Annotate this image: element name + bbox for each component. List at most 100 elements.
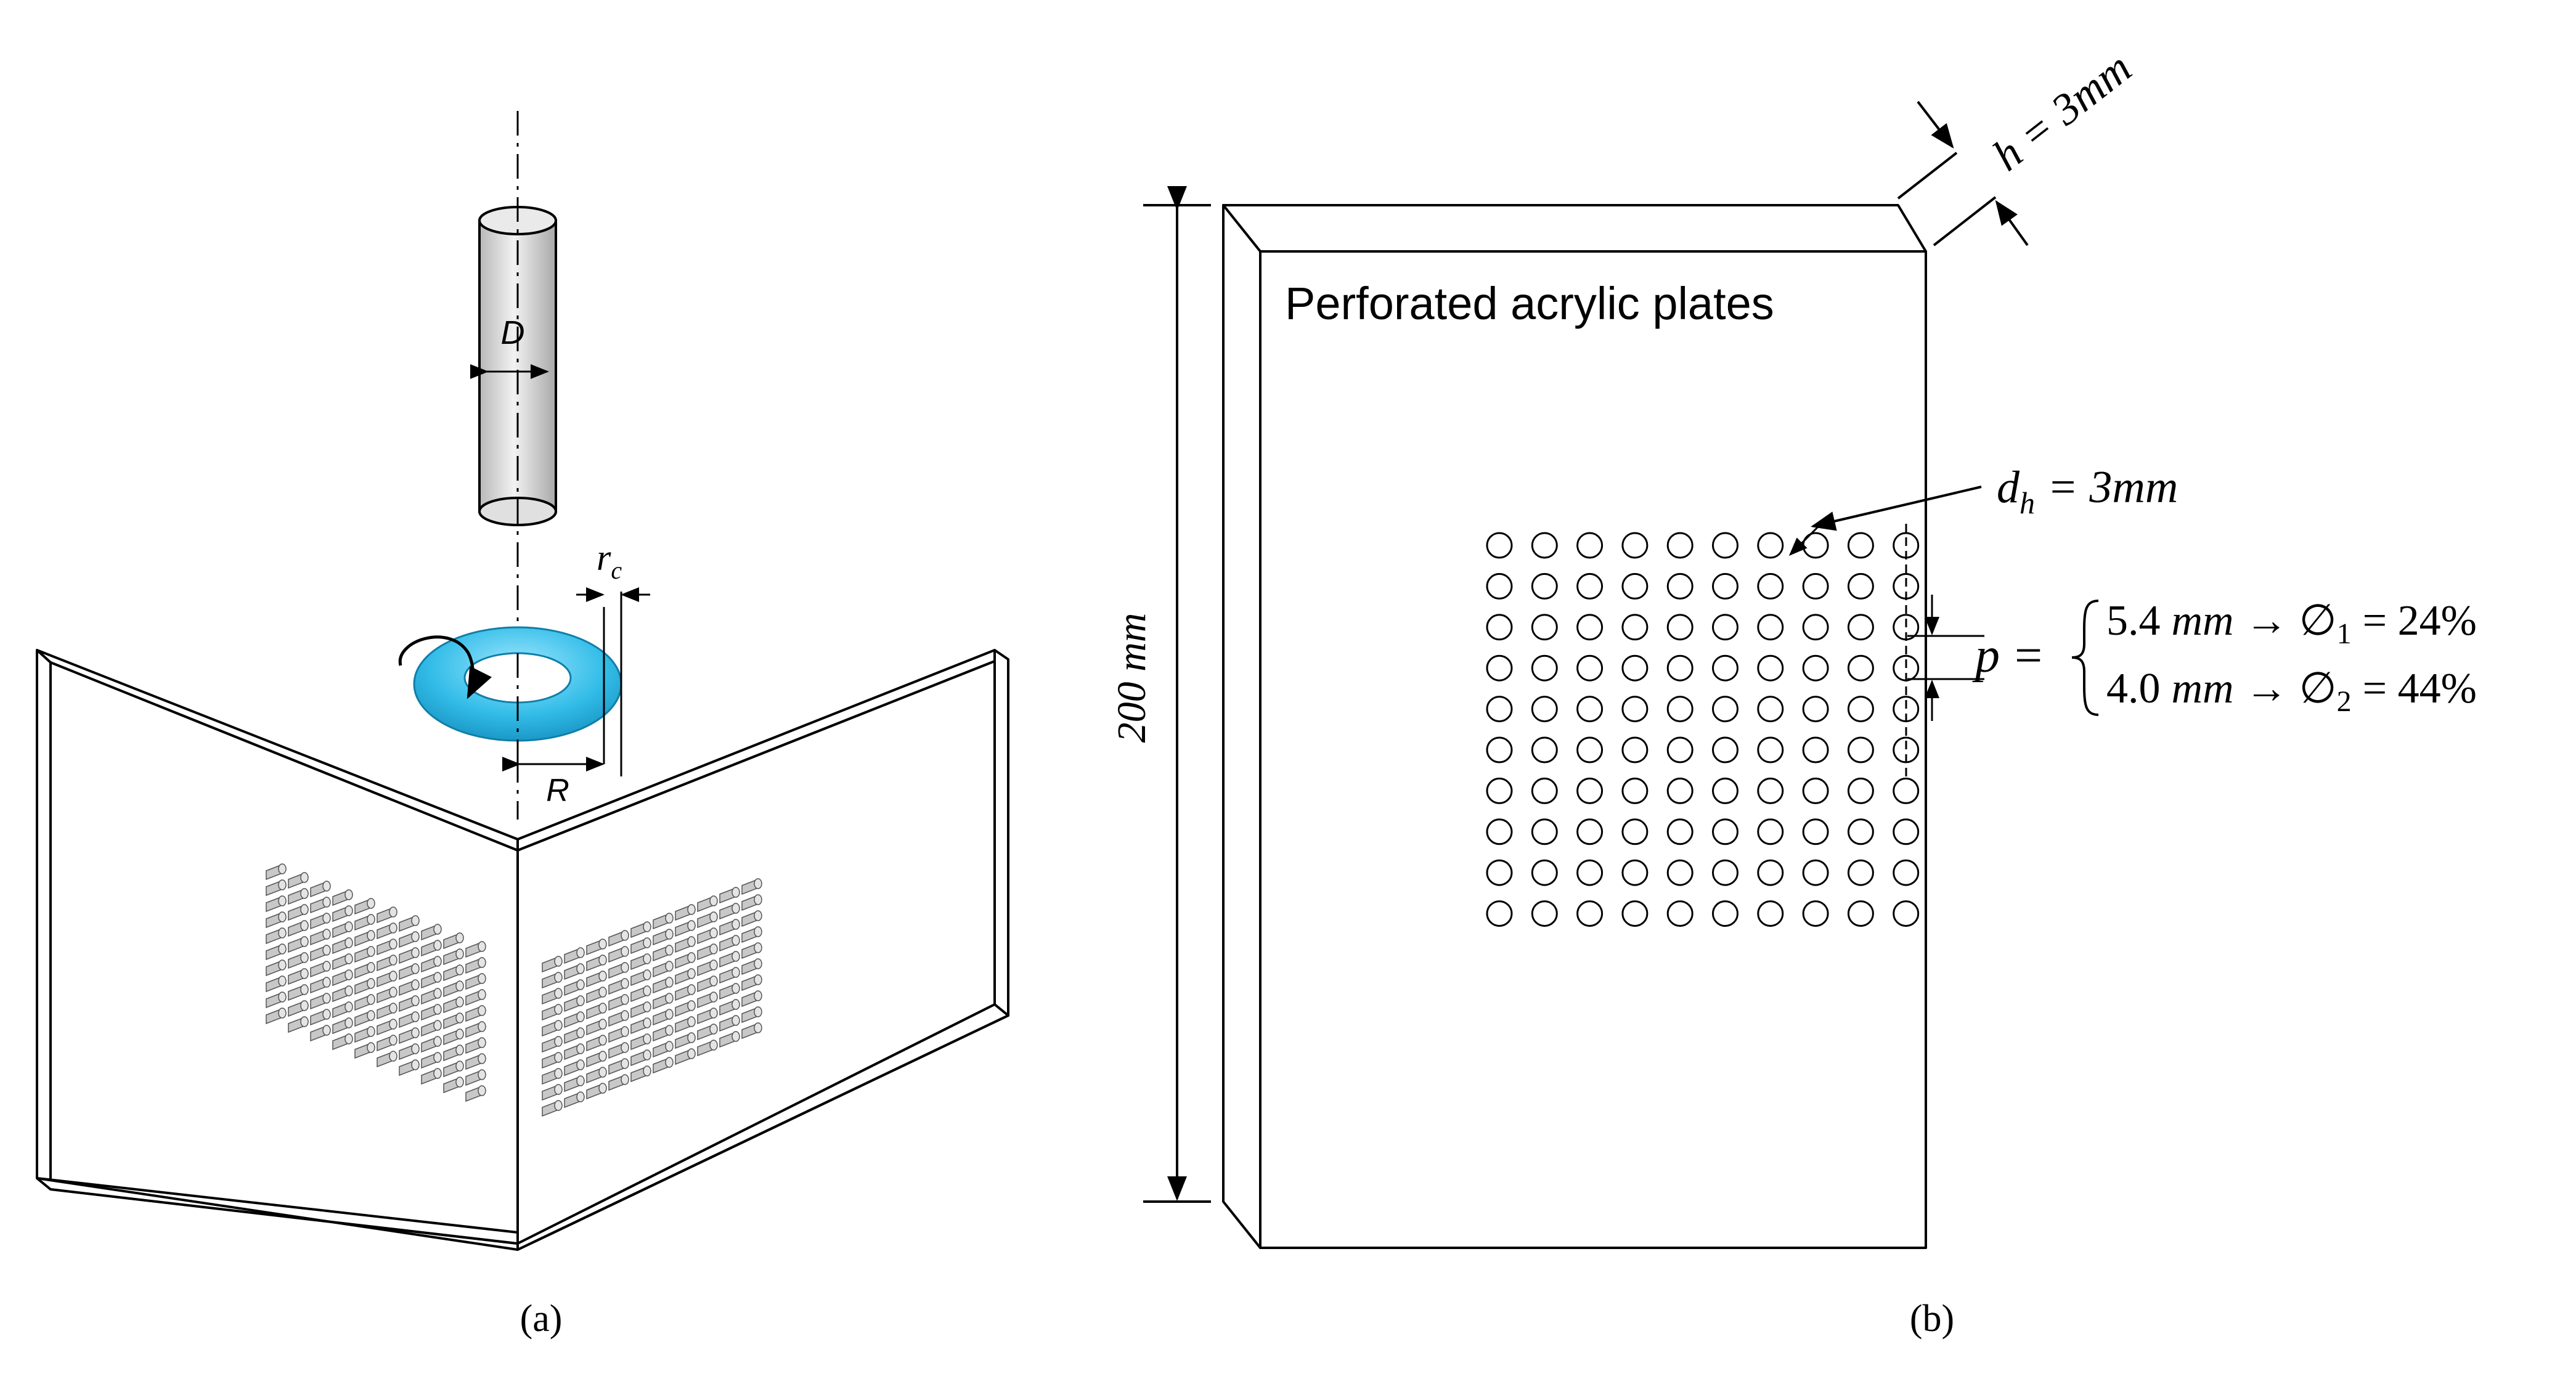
hole — [1621, 818, 1649, 845]
pin — [697, 927, 718, 945]
pin — [719, 999, 740, 1016]
pin — [630, 921, 651, 938]
core-radius-dimension: rc — [576, 537, 650, 776]
hole — [1802, 736, 1829, 763]
pin — [608, 978, 629, 995]
hole — [1486, 696, 1513, 723]
hole — [1847, 572, 1874, 600]
pin — [310, 881, 331, 898]
pitch-p: p — [1972, 629, 2000, 683]
pin — [310, 977, 331, 994]
hole — [1847, 736, 1874, 763]
panel-b: Perforated acrylic plates 200 mm h= 3mm — [1109, 43, 2477, 1340]
pin — [310, 897, 331, 914]
pin — [608, 1058, 629, 1075]
pin — [288, 920, 309, 937]
pin — [675, 1016, 696, 1033]
hole — [1847, 859, 1874, 886]
pin — [675, 952, 696, 969]
pitch2-arrow: → — [2245, 665, 2288, 712]
pin — [719, 935, 740, 952]
hole-d-eq: = 3mm — [2047, 462, 2178, 513]
pin — [608, 946, 629, 963]
pin — [741, 910, 762, 927]
label-R: R — [546, 773, 569, 808]
pin — [354, 1042, 375, 1059]
pin — [421, 940, 442, 957]
thickness-dimension: h= 3mm — [1897, 43, 2140, 246]
pin — [399, 1059, 420, 1077]
hole — [1621, 654, 1649, 682]
pin — [332, 889, 353, 906]
pin — [608, 1026, 629, 1043]
acrylic-plate — [1222, 204, 1927, 1249]
hole — [1621, 614, 1649, 641]
pin — [675, 920, 696, 937]
pin — [421, 924, 442, 941]
pin — [741, 926, 762, 943]
pin — [586, 1067, 607, 1084]
hole-d-sub: h — [2020, 486, 2035, 520]
pin — [332, 905, 353, 922]
rotation-arrow — [398, 635, 492, 699]
hole — [1621, 900, 1649, 927]
hole — [1666, 654, 1694, 682]
hole — [1666, 614, 1694, 641]
hole — [1576, 818, 1604, 845]
pin — [310, 961, 331, 978]
hole — [1712, 654, 1738, 682]
pin — [675, 968, 696, 985]
pitch2-unit: mm — [2172, 665, 2234, 712]
pin — [630, 1001, 651, 1019]
pin — [719, 983, 740, 1000]
pin — [586, 955, 607, 972]
pin — [586, 1003, 607, 1020]
ring-radius-dimension: R — [502, 757, 605, 808]
hole — [1531, 572, 1558, 600]
pin — [542, 1004, 563, 1021]
pin — [653, 961, 674, 978]
hole — [1757, 818, 1784, 845]
height-label: 200 mm — [1109, 613, 1154, 743]
hole — [1893, 777, 1920, 804]
pin — [564, 1027, 585, 1044]
hole — [1847, 818, 1874, 845]
hole — [1757, 696, 1784, 723]
hole — [1757, 900, 1784, 927]
pin — [741, 942, 762, 959]
pin — [266, 1008, 287, 1025]
pin — [288, 888, 309, 905]
pin — [377, 987, 397, 1004]
hole-diameter-callout: dh= 3mm — [1788, 462, 2178, 556]
pin — [354, 1026, 375, 1043]
pin — [741, 894, 762, 911]
hole — [1666, 532, 1694, 559]
hole — [1531, 654, 1558, 682]
hole — [1757, 736, 1784, 763]
hole — [1486, 532, 1513, 559]
pin — [542, 1100, 563, 1117]
pin — [421, 1068, 442, 1085]
hole — [1666, 777, 1694, 804]
hole — [1666, 736, 1694, 763]
pin — [653, 945, 674, 962]
pin — [377, 971, 397, 988]
pin — [608, 1042, 629, 1059]
pin — [564, 1011, 585, 1028]
pin — [443, 1077, 464, 1094]
pin — [377, 938, 397, 956]
pin — [377, 955, 397, 972]
diameter-dimension: D — [470, 314, 549, 379]
pin — [653, 929, 674, 946]
pin — [310, 1025, 331, 1042]
pin — [564, 1059, 585, 1077]
hole — [1576, 532, 1604, 559]
pin — [630, 985, 651, 1003]
pin — [332, 937, 353, 955]
pin — [399, 1043, 420, 1060]
pitch1-value: 5.4 — [2106, 597, 2161, 645]
hole — [1531, 818, 1558, 845]
hole — [1531, 777, 1558, 804]
pin — [719, 951, 740, 968]
hole — [1847, 696, 1874, 723]
